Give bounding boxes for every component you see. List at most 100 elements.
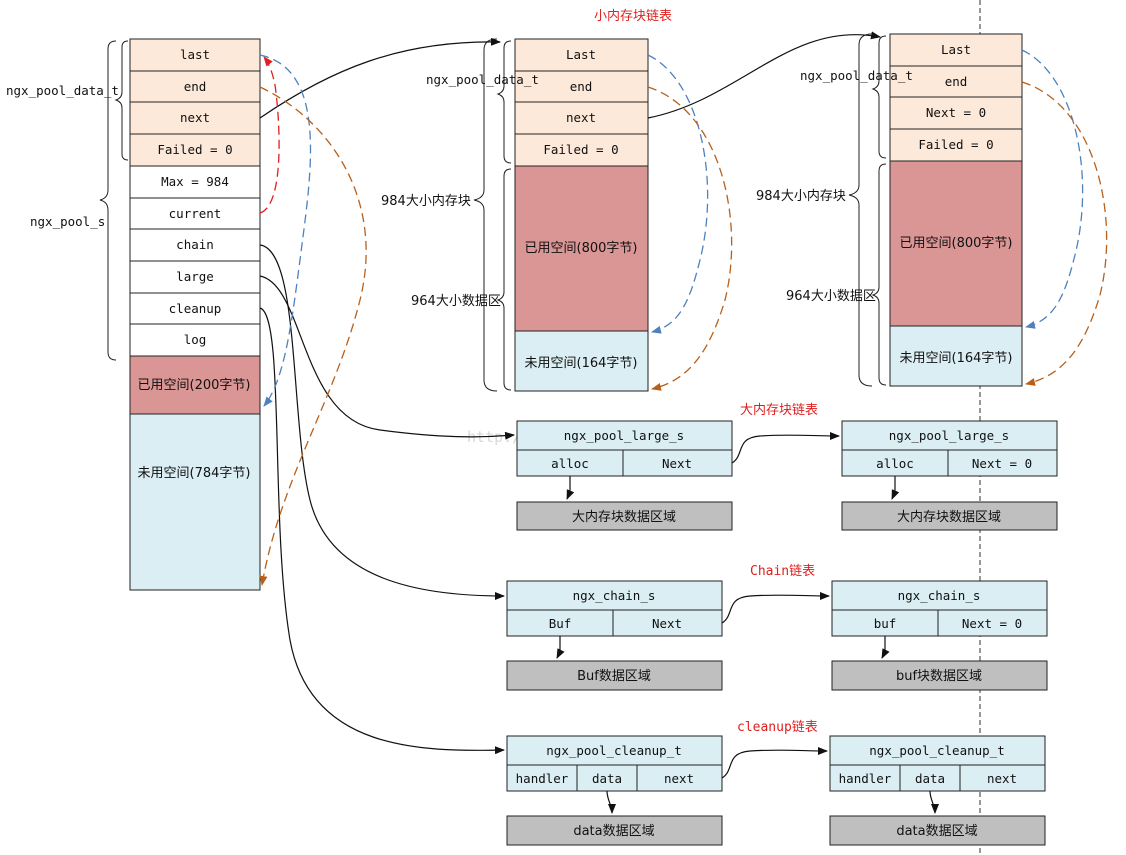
pool-field-next: next [180, 110, 210, 125]
small-block-2: Last end Next = 0 Failed = 0 已用空间(800字节)… [889, 33, 1023, 387]
pool-field-cleanup: cleanup [169, 301, 222, 316]
brace-pool-s [99, 40, 117, 361]
arrow-block1-end [647, 86, 733, 391]
brace-block1-data-area [496, 168, 512, 391]
label-block1-data-area: 964大小数据区 [411, 294, 501, 309]
label-block1-small: 984大小内存块 [381, 193, 471, 209]
brace-block1-data-t [496, 40, 512, 164]
arrow-chain-to-chain-node [259, 244, 505, 600]
chain1-title: ngx_chain_s [573, 588, 656, 603]
cleanup1-handler: handler [516, 771, 569, 786]
large-node-2: ngx_pool_large_s alloc Next = 0 大内存块数据区域 [841, 420, 1058, 531]
chain2-next: Next = 0 [962, 616, 1022, 631]
brace-block2-data-area [871, 163, 887, 386]
block1-field-end: end [570, 79, 593, 94]
pool-field-large: large [176, 269, 214, 284]
cleanup2-title: ngx_pool_cleanup_t [869, 743, 1004, 758]
cleanup-node-2: ngx_pool_cleanup_t handler data next dat… [829, 735, 1046, 846]
chain2-title: ngx_chain_s [898, 588, 981, 603]
arrow-chain2-buf-data [881, 636, 890, 659]
chain2-buf: buf [874, 616, 897, 631]
pool-field-failed: Failed = 0 [157, 142, 232, 157]
chain1-buf: Buf [549, 616, 572, 631]
block2-unused-space: 未用空间(164字节) [900, 351, 1013, 366]
chain-node-1: ngx_chain_s Buf Next Buf数据区域 [506, 580, 723, 691]
arrow-large1-next [731, 431, 840, 464]
pool-field-max: Max = 984 [161, 174, 229, 189]
large2-next: Next = 0 [972, 456, 1032, 471]
arrow-cleanup-to-cleanup-node [259, 307, 505, 755]
label-block1-data-t: ngx_pool_data_t [426, 72, 539, 87]
brace-block2-data-t [871, 35, 887, 159]
large1-data: 大内存块数据区域 [572, 509, 676, 525]
block1-used-space: 已用空间(800字节) [525, 241, 638, 256]
chain1-data: Buf数据区域 [577, 669, 651, 684]
label-block2-data-area: 964大小数据区 [786, 289, 876, 304]
large1-alloc: alloc [551, 456, 589, 471]
block1-unused-space: 未用空间(164字节) [525, 356, 638, 371]
block2-field-next: Next = 0 [926, 105, 986, 120]
cleanup-node-1: ngx_pool_cleanup_t handler data next dat… [506, 735, 723, 846]
block2-field-last: Last [941, 42, 971, 57]
block1-field-failed: Failed = 0 [543, 142, 618, 157]
large2-data: 大内存块数据区域 [897, 509, 1001, 525]
cleanup2-next: next [987, 771, 1017, 786]
pool-field-end: end [184, 79, 207, 94]
arrow-large1-alloc-data [566, 476, 575, 500]
arrow-cleanup2-data [929, 790, 939, 814]
arrow-current-to-self [259, 56, 280, 214]
brace-block2-small [848, 33, 873, 387]
label-pool-s: ngx_pool_s [30, 214, 105, 229]
brace-pool-data-t [114, 40, 129, 161]
brace-block1-small [473, 38, 498, 392]
block1-field-last: Last [566, 47, 596, 62]
arrow-cleanup1-data [606, 790, 616, 814]
chain1-next: Next [652, 616, 682, 631]
arrow-chain1-next [721, 591, 830, 624]
large2-alloc: alloc [876, 456, 914, 471]
chain-node-2: ngx_chain_s buf Next = 0 buf块数据区域 [831, 580, 1048, 691]
large-node-1: ngx_pool_large_s alloc Next 大内存块数据区域 [516, 420, 733, 531]
cleanup1-next: next [664, 771, 694, 786]
label-block2-small: 984大小内存块 [756, 188, 846, 204]
arrow-cleanup1-next [721, 746, 828, 779]
pool-used-space: 已用空间(200字节) [138, 378, 251, 393]
arrow-large2-alloc-data [891, 476, 900, 500]
large1-title: ngx_pool_large_s [564, 428, 684, 443]
cleanup1-title: ngx_pool_cleanup_t [546, 743, 681, 758]
pool-field-log: log [184, 332, 207, 347]
pool-field-chain: chain [176, 237, 214, 252]
arrow-pool-end [259, 86, 367, 586]
pool-s-block: last end next Failed = 0 Max = 984 curre… [129, 38, 261, 591]
large1-next: Next [662, 456, 692, 471]
arrow-pool-next-to-block1 [259, 37, 501, 119]
title-cleanup-list: cleanup链表 [737, 720, 818, 735]
cleanup2-data-area: data数据区域 [896, 824, 977, 839]
cleanup2-handler: handler [839, 771, 892, 786]
cleanup1-data: data [592, 771, 622, 786]
block2-field-end: end [945, 74, 968, 89]
title-large-chain: 大内存块链表 [740, 402, 818, 418]
title-small-chain: 小内存块链表 [594, 8, 672, 24]
small-block-1: Last end next Failed = 0 已用空间(800字节) 未用空… [514, 38, 649, 392]
label-pool-data-t: ngx_pool_data_t [6, 83, 119, 98]
large2-title: ngx_pool_large_s [889, 428, 1009, 443]
arrow-chain1-buf-data [556, 636, 565, 659]
title-chain-list: Chain链表 [750, 564, 815, 579]
arrow-block2-last [1021, 49, 1084, 329]
block1-field-next: next [566, 110, 596, 125]
label-block2-data-t: ngx_pool_data_t [800, 68, 913, 83]
pool-field-current: current [169, 206, 222, 221]
arrow-block2-end [1021, 81, 1108, 386]
cleanup1-data-area: data数据区域 [573, 824, 654, 839]
arrow-block1-next-to-block2 [647, 31, 881, 119]
block2-field-failed: Failed = 0 [918, 137, 993, 152]
pool-unused-space: 未用空间(784字节) [138, 466, 251, 481]
arrow-pool-last [259, 54, 312, 407]
pool-field-last: last [180, 47, 210, 62]
block2-used-space: 已用空间(800字节) [900, 236, 1013, 251]
arrow-block1-last [647, 54, 709, 334]
cleanup2-data: data [915, 771, 945, 786]
